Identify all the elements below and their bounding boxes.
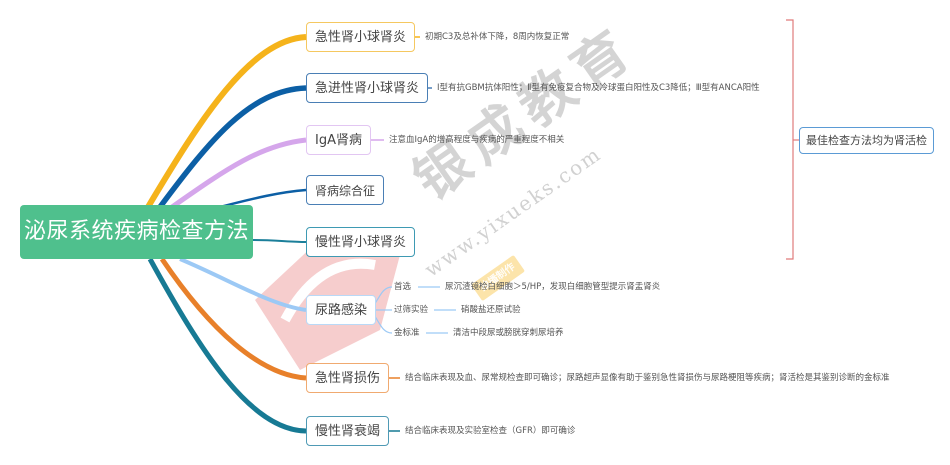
topic-nephrotic-syndrome[interactable]: 肾病综合征 xyxy=(306,175,385,205)
uti-gold-standard-label[interactable]: 金标准 xyxy=(394,328,420,338)
uti-screening-label[interactable]: 过筛实验 xyxy=(394,305,429,315)
topic-chronic-glomerulonephritis[interactable]: 慢性肾小球肾炎 xyxy=(306,227,416,257)
detail-acute-glomerulonephritis[interactable]: 初期C3及总补体下降，8周内恢复正常 xyxy=(425,32,570,42)
topic-chronic-renal-failure[interactable]: 慢性肾衰竭 xyxy=(306,416,390,446)
root-topic[interactable]: 泌尿系统疾病检查方法 xyxy=(20,205,253,259)
detail-rapidly-progressive-gn[interactable]: Ⅰ型有抗GBM抗体阳性；Ⅱ型有免疫复合物及冷球蛋白阳性及C3降低；Ⅲ型有ANCA… xyxy=(437,83,760,93)
detail-iga-nephropathy[interactable]: 注意血IgA的增高程度与疾病的严重程度不相关 xyxy=(389,135,565,145)
topic-iga-nephropathy[interactable]: IgA肾病 xyxy=(306,125,371,155)
uti-screening-detail[interactable]: 硝酸盐还原试验 xyxy=(461,305,521,315)
detail-acute-kidney-injury[interactable]: 结合临床表现及血、尿常规检查即可确诊；尿路超声显像有助于鉴别急性肾损伤与尿路梗阻… xyxy=(405,373,890,383)
topic-urinary-tract-infection[interactable]: 尿路感染 xyxy=(306,295,377,325)
uti-first-choice-label[interactable]: 首选 xyxy=(394,282,412,292)
uti-first-choice-detail[interactable]: 尿沉渣镜检白细胞＞5/HP，发现白细胞管型提示肾盂肾炎 xyxy=(445,282,661,292)
uti-gold-standard-detail[interactable]: 清洁中段尿或膀胱穿刺尿培养 xyxy=(453,328,564,338)
topic-rapidly-progressive-gn[interactable]: 急进性肾小球肾炎 xyxy=(306,73,429,103)
summary-best-method[interactable]: 最佳检查方法均为肾活检 xyxy=(799,127,934,154)
topic-acute-kidney-injury[interactable]: 急性肾损伤 xyxy=(306,363,390,393)
topic-acute-glomerulonephritis[interactable]: 急性肾小球肾炎 xyxy=(306,22,416,52)
detail-chronic-renal-failure[interactable]: 结合临床表现及实验室检查（GFR）即可确诊 xyxy=(405,426,576,436)
